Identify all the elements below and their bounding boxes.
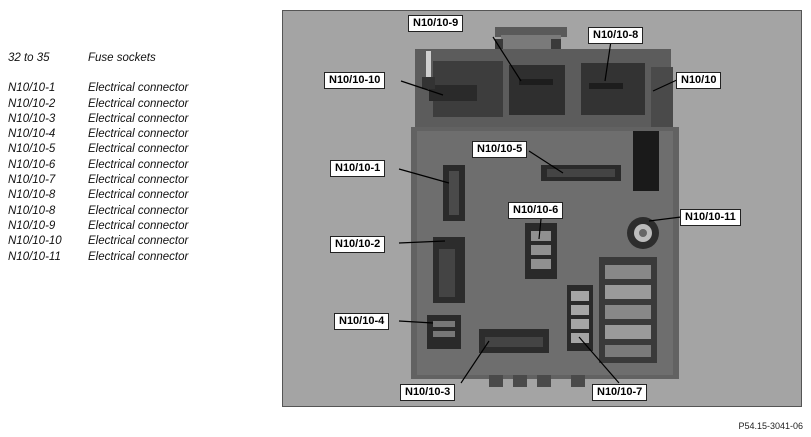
legend-item: N10/10-6 Electrical connector bbox=[8, 158, 188, 173]
legend-desc: Electrical connector bbox=[88, 97, 189, 110]
legend-desc: Electrical connector bbox=[88, 174, 189, 187]
callout-n10-10-10: N10/10-10 bbox=[324, 72, 386, 89]
legend-item: N10/10-7 Electrical connector bbox=[8, 173, 188, 188]
legend-code: N10/10-6 bbox=[8, 158, 56, 171]
callout-n10-10-5: N10/10-5 bbox=[472, 141, 528, 158]
legend-desc: Electrical connector bbox=[88, 189, 189, 202]
legend-item: N10/10-10 Electrical connector bbox=[8, 234, 188, 249]
callout-n10-10-3: N10/10-3 bbox=[400, 384, 456, 401]
legend-desc: Electrical connector bbox=[88, 82, 189, 95]
legend-desc: Fuse sockets bbox=[88, 52, 156, 64]
legend-code: N10/10-1 bbox=[8, 82, 56, 95]
legend-code: N10/10-5 bbox=[8, 143, 56, 156]
callout-n10-10-11: N10/10-11 bbox=[680, 209, 741, 226]
callout-n10-10-9: N10/10-9 bbox=[408, 15, 464, 32]
legend-item: N10/10-2 Electrical connector bbox=[8, 97, 188, 112]
legend-item: N10/10-5 Electrical connector bbox=[8, 142, 188, 157]
legend-item: N10/10-8 Electrical connector bbox=[8, 188, 188, 203]
legend-item: N10/10-8 Electrical connector bbox=[8, 204, 188, 219]
callout-n10-10-2: N10/10-2 bbox=[330, 236, 386, 253]
legend-desc: Electrical connector bbox=[88, 158, 189, 171]
legend-item: N10/10-4 Electrical connector bbox=[8, 127, 188, 142]
legend-code: N10/10-3 bbox=[8, 112, 56, 125]
legend-desc: Electrical connector bbox=[88, 204, 189, 217]
legend-code: 32 to 35 bbox=[8, 52, 50, 64]
fuse-box-figure: N10/10-9 N10/10-8 N10/10-10 N10/10 N10/1… bbox=[282, 10, 802, 407]
legend-code: N10/10-11 bbox=[8, 250, 61, 263]
legend-item: N10/10-3 Electrical connector bbox=[8, 112, 188, 127]
legend-code: N10/10-8 bbox=[8, 189, 56, 202]
legend-desc: Electrical connector bbox=[88, 143, 189, 156]
callout-n10-10: N10/10 bbox=[676, 72, 722, 89]
legend-desc: Electrical connector bbox=[88, 128, 189, 141]
legend-code: N10/10-8 bbox=[8, 204, 56, 217]
legend-desc: Electrical connector bbox=[88, 219, 189, 232]
legend-code: N10/10-7 bbox=[8, 174, 56, 187]
legend-code: N10/10-4 bbox=[8, 128, 56, 141]
legend-desc: Electrical connector bbox=[88, 250, 189, 263]
legend-code: N10/10-10 bbox=[8, 235, 62, 248]
legend-code: N10/10-2 bbox=[8, 97, 56, 110]
callout-n10-10-7: N10/10-7 bbox=[592, 384, 648, 401]
legend-desc: Electrical connector bbox=[88, 112, 189, 125]
callout-n10-10-4: N10/10-4 bbox=[334, 313, 390, 330]
callout-n10-10-1: N10/10-1 bbox=[330, 160, 386, 177]
callout-n10-10-6: N10/10-6 bbox=[508, 202, 564, 219]
figure-reference: P54.15-3041-06 bbox=[738, 421, 803, 431]
legend-header: 32 to 35 Fuse sockets bbox=[8, 51, 188, 66]
legend-desc: Electrical connector bbox=[88, 235, 189, 248]
callout-n10-10-8: N10/10-8 bbox=[588, 27, 644, 44]
legend-item: N10/10-9 Electrical connector bbox=[8, 219, 188, 234]
legend-item: N10/10-11 Electrical connector bbox=[8, 250, 188, 265]
legend-item: N10/10-1 Electrical connector bbox=[8, 81, 188, 96]
legend-code: N10/10-9 bbox=[8, 219, 56, 232]
